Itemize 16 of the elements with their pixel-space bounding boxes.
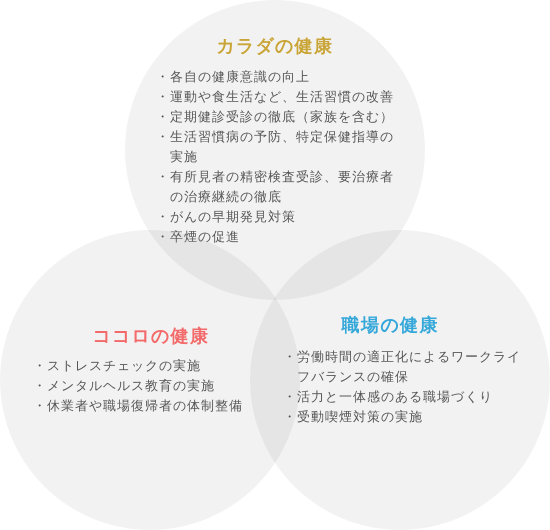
bullet-item: ・運動や食生活など、生活習慣の改善 xyxy=(156,88,395,106)
bullet-item: ・メンタルヘルス教育の実施 xyxy=(33,378,216,396)
bullet-item: ・有所見者の精密検査受診、要治療者の治療継続の徹底 xyxy=(156,168,395,206)
bullet-item: ・活力と一体感のある職場づくり xyxy=(283,389,494,407)
circle-heading: ココロの健康 xyxy=(92,325,210,349)
bullet-item: ・ストレスチェックの実施 xyxy=(33,358,202,376)
bullet-item: ・労働時間の適正化によるワークライフバランスの確保 xyxy=(283,349,522,387)
bullet-item: ・生活習慣病の予防、特定保健指導の実施 xyxy=(156,128,395,166)
bullet-item: ・定期健診受診の徹底（家族を含む） xyxy=(156,108,395,126)
bullet-item: ・受動喫煙対策の実施 xyxy=(283,409,424,427)
bullet-item: ・卒煙の促進 xyxy=(156,228,241,246)
circle-heading: カラダの健康 xyxy=(216,35,334,59)
bullet-item: ・がんの早期発見対策 xyxy=(156,208,297,226)
bullet-item: ・休業者や職場復帰者の体制整備 xyxy=(33,398,244,416)
bullet-item: ・各自の健康意識の向上 xyxy=(156,68,311,86)
circle-heading: 職場の健康 xyxy=(341,314,439,338)
